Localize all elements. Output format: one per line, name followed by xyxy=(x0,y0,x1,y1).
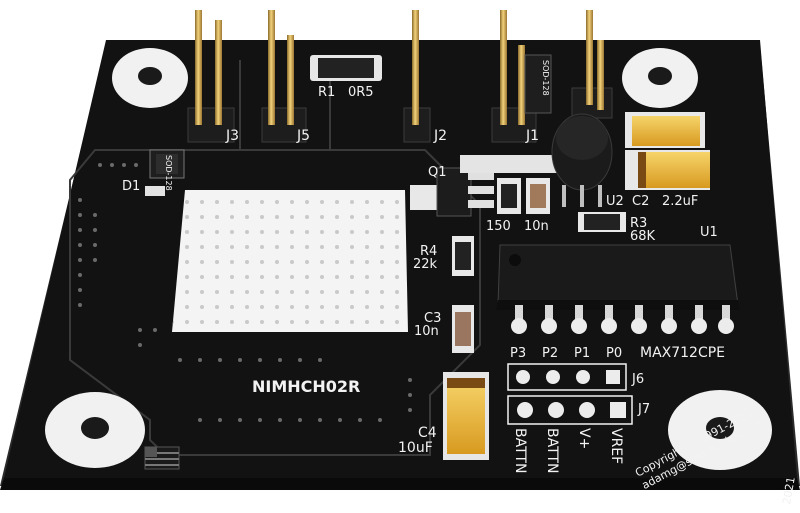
c2-value: 2.2uF xyxy=(662,194,698,209)
c4-ref: C4 xyxy=(418,425,437,441)
resistor-150: 150 xyxy=(486,178,521,234)
header-j3: J3 xyxy=(187,10,239,144)
c3-value: 10n xyxy=(414,324,439,339)
q1-ref: Q1 xyxy=(428,165,447,180)
d2-package: SOD-128 xyxy=(541,60,550,96)
j2-label: J2 xyxy=(433,128,447,144)
header-j6: P3 P2 P1 P0 J6 xyxy=(507,346,644,391)
regulator-u2: U2 xyxy=(551,113,624,209)
mounting-hole-top-left xyxy=(112,48,188,108)
resistor-r3: R3 68K xyxy=(578,212,656,244)
mounting-hole-top-right xyxy=(622,48,698,108)
header-right xyxy=(571,10,613,119)
capacitor-10n-small: 10n xyxy=(524,178,550,234)
c2-ref: C2 xyxy=(632,194,649,209)
label-vref: VREF xyxy=(608,428,624,464)
via-pattern xyxy=(78,163,412,422)
u1-ref: U1 xyxy=(700,225,718,240)
thermal-pad xyxy=(172,190,408,332)
resistor-r1: R1 0R5 xyxy=(310,55,382,100)
r1-value: 0R5 xyxy=(348,85,374,100)
board-name: NIMHCH02R xyxy=(252,377,360,396)
jumper-p1: P1 xyxy=(574,346,590,361)
r2-value: 150 xyxy=(486,219,511,234)
j5-label: J5 xyxy=(296,128,310,144)
header-j7: J7 xyxy=(507,395,650,425)
flag-logo xyxy=(144,446,180,470)
j7-label: J7 xyxy=(637,402,650,417)
r3-ref: R3 xyxy=(630,216,647,231)
d1-package: SOD-128 xyxy=(164,155,173,191)
r1-ref: R1 xyxy=(318,85,335,100)
resistor-r4: R4 22k xyxy=(413,236,474,276)
jumper-p2: P2 xyxy=(542,346,558,361)
mounting-hole-bottom-right xyxy=(668,390,772,470)
d1-ref: D1 xyxy=(122,179,140,194)
ic-u1-pins xyxy=(515,305,730,323)
j6-label: J6 xyxy=(631,372,644,387)
transistor-q1: Q1 xyxy=(410,165,494,217)
diode-d2: SOD-128 xyxy=(524,54,552,114)
capacitor-c4: C4 10uF xyxy=(398,372,489,460)
header-j2: J2 xyxy=(403,10,447,144)
jumper-p0: P0 xyxy=(606,346,622,361)
mounting-hole-bottom-left xyxy=(45,392,145,468)
capacitor-c2: C2 2.2uF xyxy=(625,112,710,209)
c4-value: 10uF xyxy=(398,440,433,456)
header-j1: J1 xyxy=(491,10,539,144)
ic-u1: U1 MAX712CPE xyxy=(496,225,740,361)
diode-d1: SOD-128 D1 xyxy=(122,149,185,196)
copyright-year: 2021 xyxy=(780,476,798,506)
label-vplus: V+ xyxy=(576,428,592,449)
j1-label: J1 xyxy=(525,128,539,144)
u2-ref: U2 xyxy=(606,194,624,209)
capacitor-c3: C3 10n xyxy=(414,305,474,353)
c3-ref: C3 xyxy=(424,311,441,326)
u1-part: MAX712CPE xyxy=(640,345,725,361)
j3-label: J3 xyxy=(225,128,239,144)
c-small-value: 10n xyxy=(524,219,549,234)
r4-ref: R4 xyxy=(420,244,437,259)
silkscreen-label-block xyxy=(460,155,570,173)
header-j5: J5 xyxy=(261,10,310,144)
r4-value: 22k xyxy=(413,257,438,272)
label-battn-1: BATTN xyxy=(512,428,528,473)
label-battn-2: BATTN xyxy=(544,428,560,473)
jumper-p3: P3 xyxy=(510,346,526,361)
r3-value: 68K xyxy=(630,229,656,244)
